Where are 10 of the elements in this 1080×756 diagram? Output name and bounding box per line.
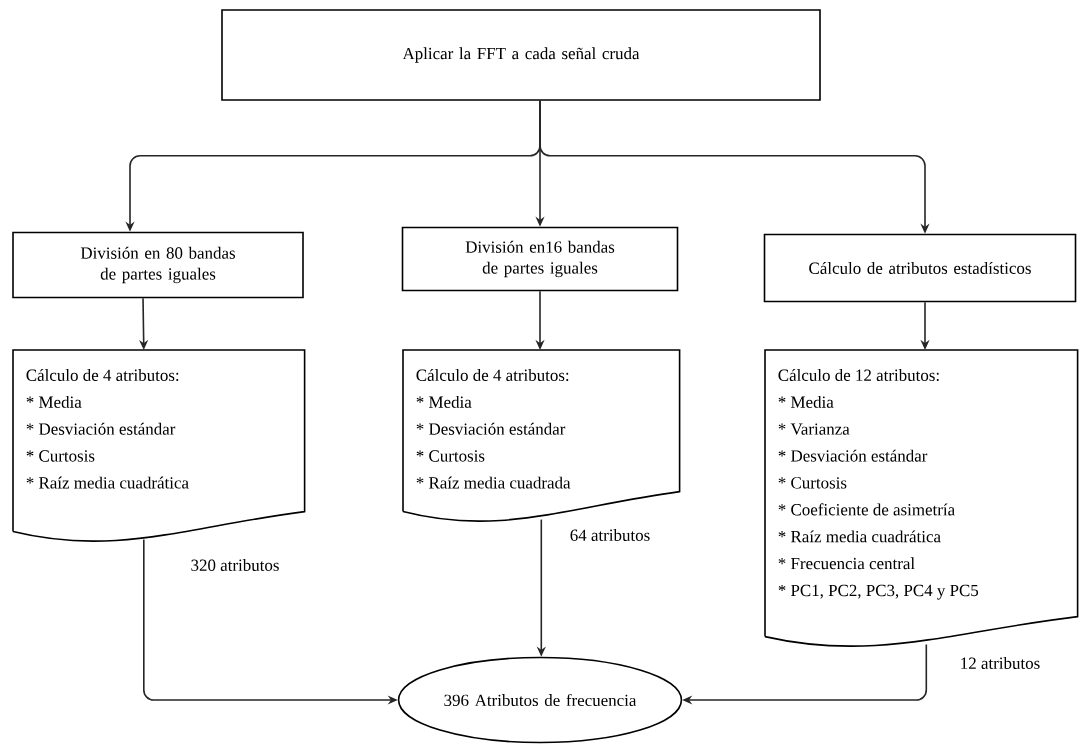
document-shape: Cálculo de 4 atributos: * Media * Desviación estándar * Curtosis * Raíz media cuadrada xyxy=(402,349,681,522)
process-box: Aplicar la FFT a cada señal cruda xyxy=(221,9,821,101)
process-box: División en 80 bandas de partes iguales xyxy=(12,231,304,299)
edge-label: 12 atributos xyxy=(958,656,1042,670)
process-box: División en16 bandas de partes iguales xyxy=(401,226,679,292)
document-shape: Cálculo de 12 atributos: * Media * Varianza * Desviación estándar * Curtosis * Coeficiente de asimetría * Raíz media cuadrática * Frecuencia central * PC1, PC2, PC3, PC4 y PC5 xyxy=(764,349,1079,647)
document-shape: Cálculo de 4 atributos: * Media * Desviación estándar * Curtosis * Raíz media cuadrática xyxy=(12,349,306,542)
edge-label: 320 atributos xyxy=(189,558,281,572)
edge-label: 64 atributos xyxy=(568,528,652,542)
process-box: Cálculo de atributos estadísticos xyxy=(763,233,1077,303)
